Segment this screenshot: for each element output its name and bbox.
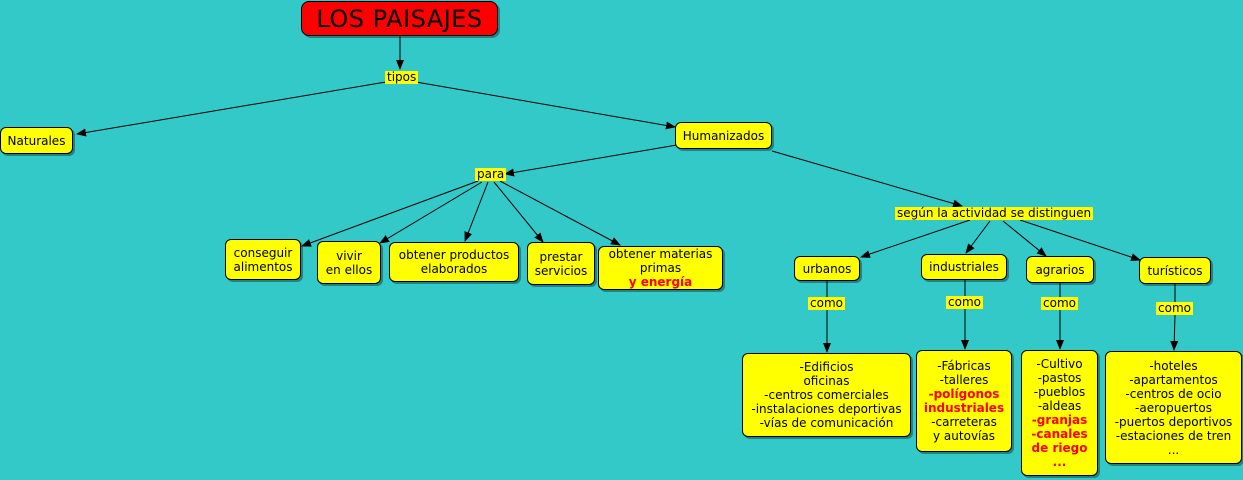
node-vivir-en-ellos[interactable]: vivir en ellos bbox=[317, 241, 381, 284]
link-para-obtener-materias bbox=[499, 180, 621, 246]
list-urbanos[interactable]: -Edificios oficinas -centros comerciales… bbox=[742, 353, 911, 437]
list-item: -hoteles bbox=[1149, 358, 1198, 373]
link-label-tipos: tipos bbox=[385, 70, 419, 84]
list-item-highlight: -polígonos bbox=[928, 387, 1000, 401]
node-obtener-materias-primas: primas bbox=[639, 261, 682, 275]
list-item: -talleres bbox=[939, 373, 989, 387]
link-segun-turisticos bbox=[1019, 219, 1141, 261]
link-segun-agrarios bbox=[1002, 220, 1047, 257]
node-obtener-materias[interactable]: obtener materias primas y energía bbox=[598, 246, 723, 290]
node-conseguir-line1: conseguir bbox=[233, 245, 293, 260]
node-conseguir-alimentos[interactable]: conseguir alimentos bbox=[225, 239, 301, 280]
title-text: LOS PAISAJES bbox=[316, 4, 483, 33]
node-urbanos[interactable]: urbanos bbox=[794, 256, 860, 281]
node-obtener-materias-energia: y energía bbox=[628, 275, 693, 289]
link-segun-industriales bbox=[965, 220, 991, 254]
link-label-como-urbanos: como bbox=[808, 296, 845, 310]
list-item: oficinas bbox=[803, 374, 850, 388]
link-label-para: para bbox=[475, 167, 507, 181]
node-turisticos[interactable]: turísticos bbox=[1139, 257, 1211, 284]
node-industriales[interactable]: industriales bbox=[921, 254, 1007, 280]
list-item-highlight: ... bbox=[1052, 455, 1067, 469]
node-urbanos-label: urbanos bbox=[802, 261, 852, 276]
node-agrarios[interactable]: agrarios bbox=[1026, 256, 1094, 283]
list-item-highlight: -canales bbox=[1031, 427, 1088, 441]
link-como-turisticos-list bbox=[1170, 314, 1179, 351]
node-humanizados-label: Humanizados bbox=[682, 128, 765, 143]
node-humanizados[interactable]: Humanizados bbox=[675, 122, 772, 149]
list-item: -aldeas bbox=[1037, 399, 1082, 413]
node-naturales[interactable]: Naturales bbox=[0, 127, 73, 154]
title-node[interactable]: LOS PAISAJES bbox=[301, 1, 498, 36]
node-turisticos-label: turísticos bbox=[1147, 263, 1203, 278]
link-para-obtener-productos bbox=[464, 181, 489, 242]
list-item: -Cultivo bbox=[1036, 357, 1083, 371]
list-item: -vías de comunicación bbox=[759, 416, 894, 430]
list-item: -aeropuertos bbox=[1135, 400, 1212, 415]
list-item: ... bbox=[1167, 442, 1180, 457]
list-item: -carreteras bbox=[931, 415, 997, 429]
link-label-como-industriales: como bbox=[946, 295, 983, 309]
link-humanizados-segun bbox=[771, 150, 963, 208]
node-vivir-line2: en ellos bbox=[325, 262, 373, 277]
list-item: -apartamentos bbox=[1129, 372, 1218, 387]
node-conseguir-line2: alimentos bbox=[233, 259, 293, 274]
node-obtener-productos-line1: obtener productos bbox=[398, 248, 510, 262]
list-item-highlight: industriales bbox=[923, 401, 1005, 415]
link-para-conseguir bbox=[301, 180, 479, 247]
node-obtener-productos[interactable]: obtener productos elaborados bbox=[389, 242, 519, 282]
list-item: -pastos bbox=[1037, 371, 1082, 385]
node-industriales-label: industriales bbox=[929, 260, 999, 274]
list-item: -centros comerciales bbox=[764, 388, 889, 402]
list-item: -Fábricas bbox=[937, 359, 991, 373]
node-prestar-line1: prestar bbox=[539, 249, 583, 264]
list-item: -centros de ocio bbox=[1125, 386, 1222, 401]
list-item: y autovías bbox=[933, 429, 995, 443]
link-para-vivir bbox=[379, 181, 483, 244]
node-agrarios-label: agrarios bbox=[1035, 262, 1085, 277]
list-item: -estaciones de tren bbox=[1115, 428, 1232, 443]
node-prestar-servicios[interactable]: prestar servicios bbox=[527, 242, 595, 285]
list-item: -Edificios bbox=[799, 360, 854, 374]
node-prestar-line2: servicios bbox=[534, 263, 588, 278]
link-tipos-humanizados bbox=[415, 81, 676, 130]
link-humanizados-para bbox=[504, 144, 678, 177]
node-obtener-materias-line2: primas y energía bbox=[629, 261, 693, 289]
list-item-highlight: -granjas bbox=[1031, 413, 1088, 427]
list-item: -instalaciones deportivas bbox=[751, 402, 902, 416]
link-label-segun: según la actividad se distinguen bbox=[895, 206, 1094, 220]
node-naturales-label: Naturales bbox=[7, 133, 66, 148]
node-vivir-line1: vivir bbox=[336, 248, 362, 263]
list-item: -pueblos bbox=[1033, 385, 1086, 399]
node-obtener-productos-line2: elaborados bbox=[420, 262, 488, 276]
list-industriales[interactable]: -Fábricas -talleres -polígonos industria… bbox=[916, 350, 1012, 452]
node-obtener-materias-line1: obtener materias bbox=[608, 247, 713, 261]
link-segun-urbanos bbox=[860, 219, 971, 258]
list-item: -puertos deportivos bbox=[1114, 414, 1233, 429]
link-label-como-turisticos: como bbox=[1156, 301, 1193, 315]
link-para-prestar bbox=[493, 181, 544, 243]
list-item-highlight: de riego bbox=[1031, 441, 1088, 455]
list-turisticos[interactable]: -hoteles -apartamentos -centros de ocio … bbox=[1105, 351, 1242, 464]
link-tipos-naturales bbox=[76, 81, 387, 137]
list-agrarios[interactable]: -Cultivo -pastos -pueblos -aldeas -granj… bbox=[1021, 350, 1098, 476]
link-label-como-agrarios: como bbox=[1041, 296, 1078, 310]
